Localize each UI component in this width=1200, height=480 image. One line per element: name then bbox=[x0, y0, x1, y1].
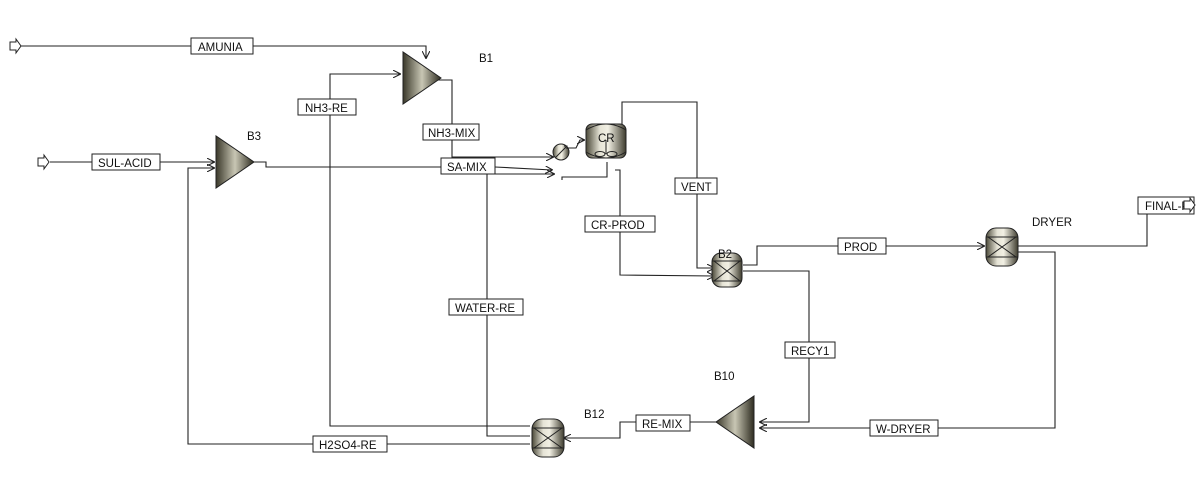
stream-nh3-mix-line[interactable] bbox=[438, 79, 553, 157]
stream-tag-h2so4-re[interactable]: H2SO4-RE bbox=[312, 435, 388, 453]
stream-label-re-mix: RE-MIX bbox=[642, 419, 683, 431]
stream-sa-mix-line[interactable] bbox=[254, 161, 552, 170]
block-label-b3: B3 bbox=[247, 131, 261, 143]
feed-port-icon bbox=[9, 37, 22, 55]
mixer-b1-block[interactable] bbox=[402, 51, 442, 105]
block-label-b1: B1 bbox=[479, 53, 493, 65]
mixer-b10-block[interactable] bbox=[715, 395, 755, 449]
stream-label-final-p: FINAL-P bbox=[1145, 201, 1189, 213]
stream-label-w-dryer: W-DRYER bbox=[876, 424, 931, 436]
block-label-b10: B10 bbox=[714, 371, 734, 383]
block-label-b12: B12 bbox=[584, 409, 604, 421]
feed-port-icon bbox=[37, 153, 50, 171]
stream-label-nh3-mix: NH3-MIX bbox=[428, 128, 476, 140]
final-product-port[interactable]: FINAL-P bbox=[1137, 196, 1196, 215]
block-label-dryer: DRYER bbox=[1032, 217, 1072, 229]
stream-w-dryer-line[interactable] bbox=[760, 251, 1056, 428]
stream-tag-water-re[interactable]: WATER-RE bbox=[448, 298, 524, 316]
stream-final-p-line[interactable] bbox=[1018, 212, 1148, 247]
stream-tag-prod[interactable]: PROD bbox=[837, 237, 887, 255]
stream-tag-recy1[interactable]: RECY1 bbox=[784, 341, 836, 359]
separator-b12-block[interactable] bbox=[531, 418, 565, 458]
stream-tag-sa-mix[interactable]: SA-MIX bbox=[440, 157, 496, 175]
stream-label-recy1: RECY1 bbox=[791, 346, 829, 358]
stream-nh3-re-line[interactable] bbox=[329, 74, 530, 427]
separator-b2-block[interactable] bbox=[711, 252, 743, 288]
product-port-icon bbox=[1183, 196, 1196, 214]
dryer-block[interactable] bbox=[985, 227, 1019, 267]
stream-label-sa-mix: SA-MIX bbox=[447, 162, 487, 174]
block-label-b2: B2 bbox=[718, 249, 732, 261]
stream-tag-re-mix[interactable]: RE-MIX bbox=[635, 414, 691, 432]
stream-tag-cr-prod[interactable]: CR-PROD bbox=[584, 215, 656, 233]
stream-vent-line[interactable] bbox=[621, 101, 714, 268]
stream-label-vent: VENT bbox=[681, 182, 712, 194]
stream-tag-w-dryer[interactable]: W-DRYER bbox=[869, 419, 939, 437]
block-label-cr: CR bbox=[598, 133, 615, 145]
stream-label-h2so4-re: H2SO4-RE bbox=[319, 440, 377, 452]
stream-tag-amunia[interactable]: AMUNIA bbox=[190, 37, 254, 55]
stream-label-amunia: AMUNIA bbox=[198, 42, 243, 54]
reactor-cr-block[interactable] bbox=[585, 123, 627, 159]
stream-tag-nh3-re[interactable]: NH3-RE bbox=[297, 98, 357, 116]
stream-label-water-re: WATER-RE bbox=[455, 303, 515, 315]
stream-label-sul-acid: SUL-ACID bbox=[98, 158, 152, 170]
stream-tag-vent[interactable]: VENT bbox=[674, 177, 718, 195]
stream-label-nh3-re: NH3-RE bbox=[305, 103, 348, 115]
mixer-b3-block[interactable] bbox=[215, 135, 255, 189]
stream-label-cr-prod: CR-PROD bbox=[591, 220, 645, 232]
heater-icon[interactable] bbox=[552, 143, 570, 161]
stream-heater-cr-line[interactable] bbox=[568, 140, 584, 149]
stream-tag-nh3-mix[interactable]: NH3-MIX bbox=[422, 123, 480, 141]
stream-tag-sul-acid[interactable]: SUL-ACID bbox=[91, 153, 161, 171]
stream-label-prod: PROD bbox=[844, 242, 877, 254]
stream-amunia-line[interactable] bbox=[20, 45, 426, 58]
